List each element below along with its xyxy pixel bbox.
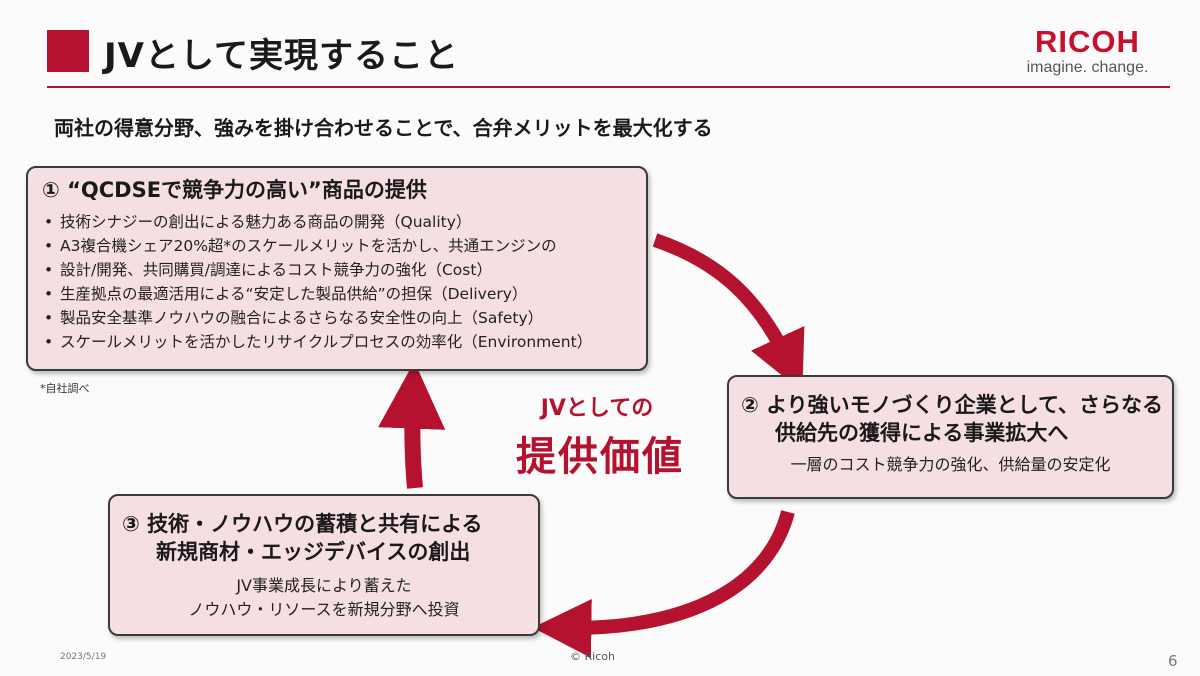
page-title: JVとして実現すること bbox=[104, 36, 459, 76]
ricoh-logo: RICOH imagine. change. bbox=[1000, 26, 1175, 77]
slide-subtitle: 両社の得意分野、強みを掛け合わせることで、合弁メリットを最大化する bbox=[54, 116, 713, 140]
header-divider bbox=[47, 86, 1170, 88]
logo-wordmark: RICOH bbox=[1035, 24, 1140, 59]
footnote: *自社調べ bbox=[40, 382, 90, 395]
card2-body: 一層のコスト競争力の強化、供給量の安定化 bbox=[790, 455, 1111, 474]
bullet-item: A3複合機シェア20%超*のスケールメリットを活かし、共通エンジンの bbox=[42, 234, 632, 258]
footer-copyright: © Ricoh bbox=[570, 650, 615, 663]
bullet-item: 生産拠点の最適活用による“安定した製品供給”の担保（Delivery） bbox=[42, 282, 632, 306]
card3-body-line1: JV事業成長により蓄えた bbox=[236, 576, 412, 595]
center-label-line2: 提供価値 bbox=[516, 434, 684, 480]
center-label-line1: JVとしての bbox=[540, 396, 654, 421]
card2-title-line1: ② より強いモノづくり企業として、さらなる bbox=[741, 393, 1163, 417]
card3-title-line2: 新規商材・エッジデバイスの創出 bbox=[156, 540, 471, 564]
bullet-item-continued: 設計/開発、共同購買/調達によるコスト競争力の強化（Cost） bbox=[42, 258, 632, 282]
bullet-item: 製品安全基準ノウハウの融合によるさらなる安全性の向上（Safety） bbox=[42, 306, 632, 330]
footer-date: 2023/5/19 bbox=[60, 652, 107, 662]
page-number: 6 bbox=[1168, 652, 1178, 670]
arrow-to-card3 bbox=[532, 510, 795, 658]
logo-tagline: imagine. change. bbox=[1026, 59, 1149, 76]
card-new-products: ③ 技術・ノウハウの蓄積と共有による 新規商材・エッジデバイスの創出 JV事業成… bbox=[108, 494, 540, 636]
card2-title-line2: 供給先の獲得による事業拡大へ bbox=[775, 421, 1069, 445]
bullet-item: スケールメリットを活かしたリサイクルプロセスの効率化（Environment） bbox=[42, 330, 632, 354]
card3-body-line2: ノウハウ・リソースを新規分野へ投資 bbox=[188, 600, 460, 619]
title-accent-square bbox=[47, 30, 89, 72]
arrow-to-card2 bbox=[652, 233, 805, 392]
card3-title-line1: ③ 技術・ノウハウの蓄積と共有による bbox=[122, 512, 483, 536]
card-product-provision: ① “QCDSEで競争力の高い”商品の提供 技術シナジーの創出による魅力ある商品… bbox=[26, 166, 648, 371]
card1-bullet-list: 技術シナジーの創出による魅力ある商品の開発（Quality） A3複合機シェア2… bbox=[42, 210, 632, 354]
bullet-item: 技術シナジーの創出による魅力ある商品の開発（Quality） bbox=[42, 210, 632, 234]
arrow-to-card1 bbox=[378, 361, 446, 489]
card1-title: ① “QCDSEで競争力の高い”商品の提供 bbox=[42, 178, 427, 202]
card-business-expansion: ② より強いモノづくり企業として、さらなる 供給先の獲得による事業拡大へ 一層の… bbox=[727, 375, 1174, 499]
